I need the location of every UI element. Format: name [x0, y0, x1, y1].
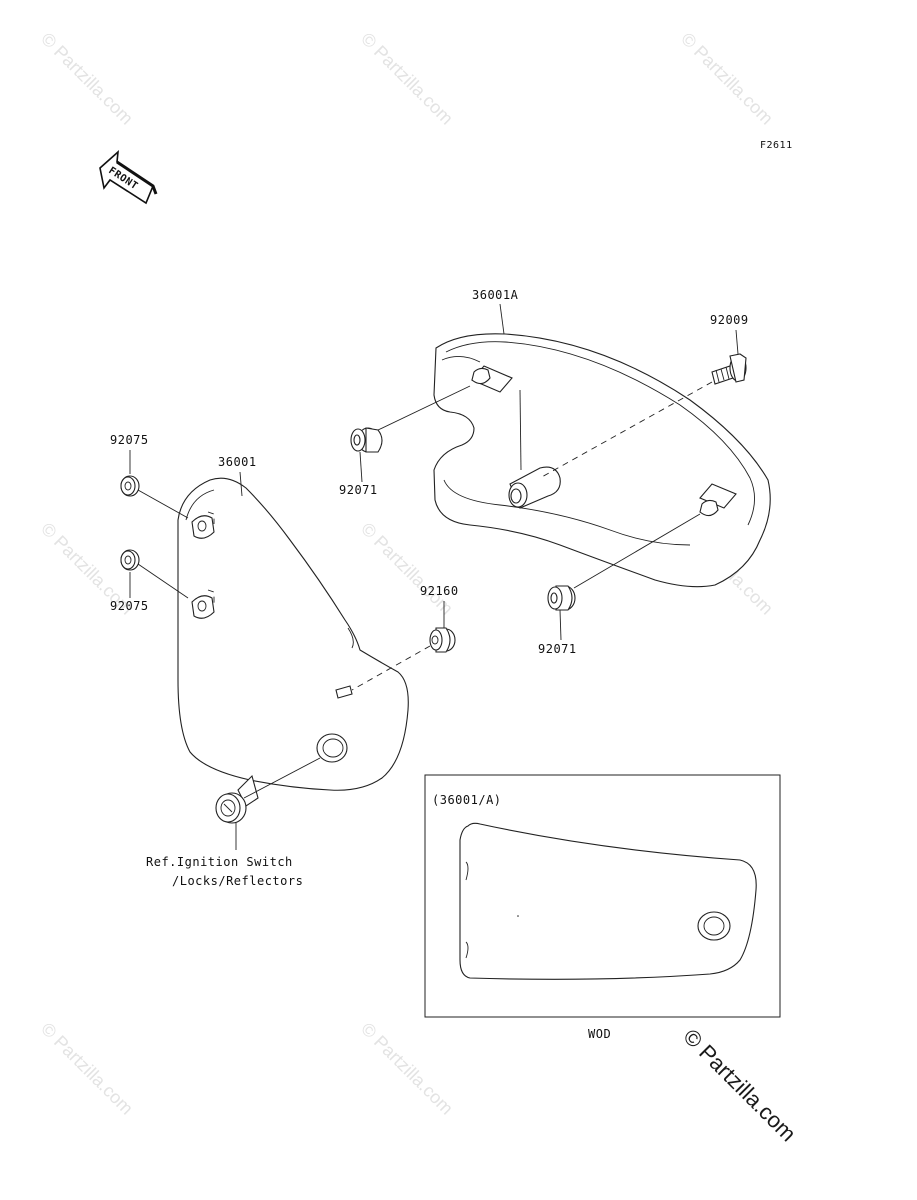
right-side-cover: [433, 333, 771, 588]
watermark-text: © Partzilla.com: [677, 29, 777, 129]
corner-watermark: © Partzilla.com: [678, 1024, 801, 1147]
leader-line: [573, 513, 701, 589]
leader-line: [243, 757, 321, 799]
bolt-92009: [711, 353, 747, 385]
reference-note-line2: /Locks/Reflectors: [172, 874, 303, 888]
watermark-text: © Partzilla.com: [357, 29, 457, 129]
leader-line: [559, 609, 562, 641]
callout-92071-lower: 92071: [538, 642, 577, 656]
leader-line: [735, 329, 739, 355]
callout-92009: 92009: [710, 313, 749, 327]
inset-box: (36001/A): [424, 774, 781, 1018]
left-side-cover: [177, 477, 409, 791]
cover-mount-hole-upper: [191, 511, 215, 539]
watermark-text: © Partzilla.com: [37, 29, 137, 129]
leader-line: [499, 303, 505, 335]
cover-pin: [335, 685, 353, 699]
damper-92071-lower: [547, 585, 576, 611]
grommet-92075-lower: [120, 549, 140, 571]
leader-line: [359, 451, 363, 483]
front-arrow-icon: FRONT: [99, 150, 158, 205]
lock-cylinder-icon: [215, 774, 259, 824]
callout-92075-upper: 92075: [110, 433, 149, 447]
inset-cover-silhouette: [459, 822, 757, 980]
leader-line: [137, 489, 189, 519]
leader-line: [239, 471, 243, 497]
grommet-92075-upper: [120, 475, 140, 497]
watermark-text: © Partzilla.com: [357, 519, 457, 619]
inset-title: (36001/A): [432, 793, 502, 807]
callout-92075-lower: 92075: [110, 599, 149, 613]
watermark-text: © Partzilla.com: [357, 1019, 457, 1119]
damper-92160: [429, 627, 456, 653]
callout-92071-upper: 92071: [339, 483, 378, 497]
callout-92160: 92160: [420, 584, 459, 598]
leader-line: [137, 563, 189, 599]
cover-mount-hole-lower: [191, 589, 215, 619]
callout-36001A: 36001A: [472, 288, 519, 302]
inset-caption: WOD: [588, 1027, 611, 1041]
inset-lock-hole: [697, 911, 731, 941]
leader-line: [377, 385, 471, 431]
figure-code: F2611: [760, 140, 793, 151]
watermark-text: © Partzilla.com: [37, 1019, 137, 1119]
damper-axis-line: [351, 645, 431, 691]
reference-note-line1: Ref.Ignition Switch: [146, 855, 293, 869]
lock-hole: [316, 733, 348, 763]
damper-92071-upper: [350, 427, 383, 453]
callout-36001: 36001: [218, 455, 257, 469]
